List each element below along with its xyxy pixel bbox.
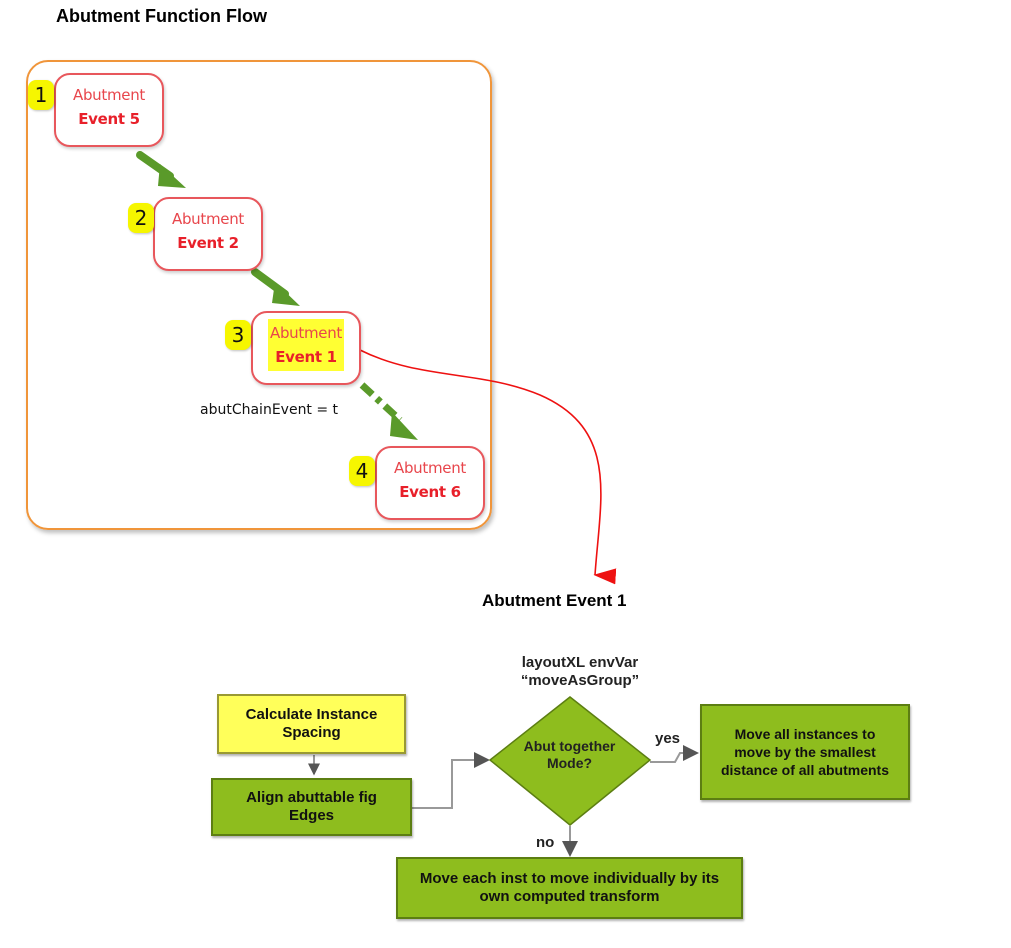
diagram-title: Abutment Function Flow: [56, 6, 267, 26]
node-event: Event 6: [399, 483, 461, 501]
envvar-label-line1: layoutXL envVar: [521, 654, 639, 671]
connector-decision-yes: [650, 745, 699, 763]
node-label: Abutment: [73, 86, 145, 104]
envvar-label-line2: “moveAsGroup”: [520, 672, 640, 689]
abutment-chain-group: [26, 60, 492, 530]
node-label: Abutment: [270, 324, 342, 342]
step-badge-2: 2: [128, 203, 154, 233]
node-label: Abutment: [172, 210, 244, 228]
node-label: Abutment: [394, 459, 466, 477]
connector-align-to-decision: [412, 752, 490, 809]
step-badge-1: 1: [28, 80, 54, 110]
step-badge-4: 4: [349, 456, 375, 486]
node-event: Event 1: [275, 348, 337, 366]
move-as-group-box[interactable]: Move all instances to move by the smalle…: [700, 704, 910, 800]
align-edges-text: Align abuttable fig Edges: [246, 789, 377, 824]
envvar-label: layoutXL envVar “moveAsGroup”: [480, 654, 680, 690]
step-badge-3: 3: [225, 320, 251, 350]
yes-label: yes: [655, 730, 681, 747]
calculate-spacing-text: Calculate Instance Spacing: [245, 706, 378, 741]
calculate-spacing-box[interactable]: Calculate Instance Spacing: [217, 694, 406, 754]
align-edges-box[interactable]: Align abuttable fig Edges: [211, 778, 412, 836]
move-as-group-text: Move all instances to move by the smalle…: [720, 726, 890, 778]
move-individually-text: Move each inst to move individually by i…: [419, 870, 720, 905]
node-event: Event 2: [177, 234, 239, 252]
abut-chain-event-label: abutChainEvent = t: [200, 402, 339, 418]
detail-title: Abutment Event 1: [482, 591, 627, 610]
node-event: Event 5: [78, 110, 140, 128]
decision-text[interactable]: Abut together Mode?: [523, 738, 616, 771]
no-label: no: [536, 834, 555, 851]
move-individually-box[interactable]: Move each inst to move individually by i…: [396, 857, 743, 919]
